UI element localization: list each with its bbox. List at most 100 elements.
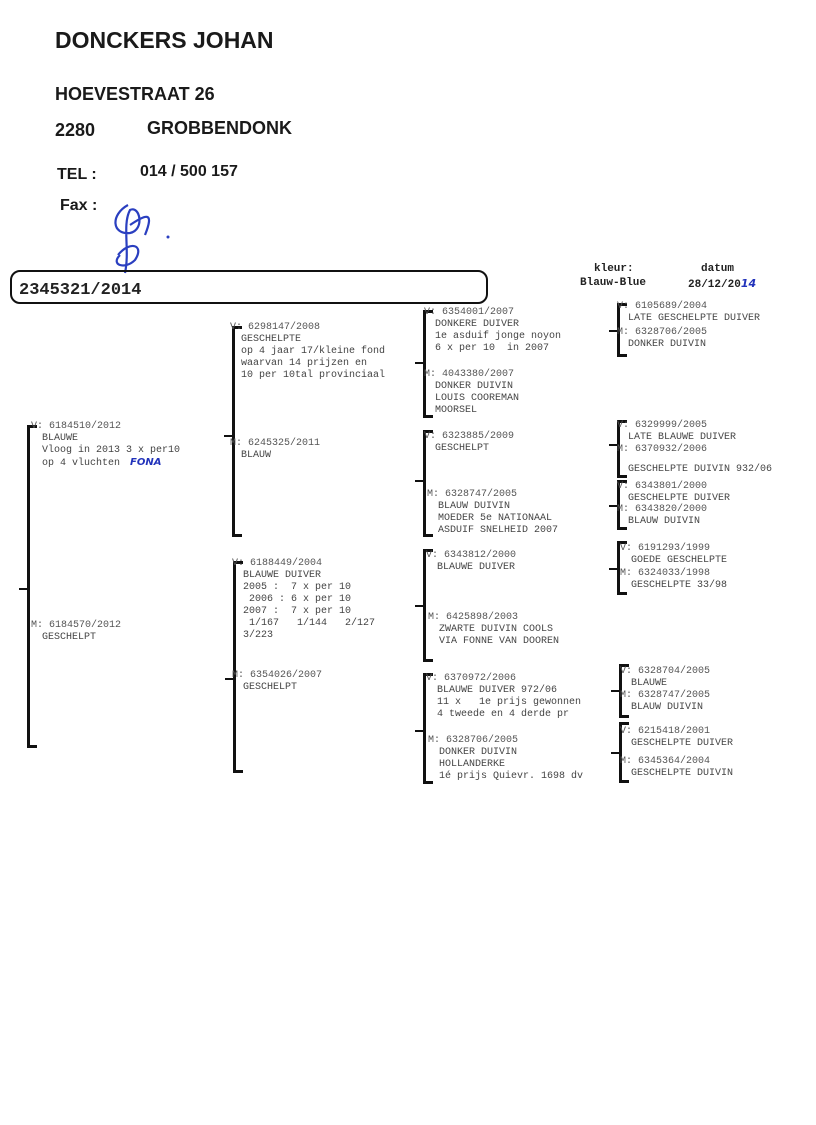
pedigree-bracket bbox=[423, 310, 433, 418]
bracket-connector bbox=[224, 435, 233, 437]
bird-ring-line: M: 6328747/2005 bbox=[620, 690, 710, 702]
bird-info-line: DONKERE DUIVER bbox=[435, 319, 520, 330]
bird-ring-number: 6324033/1998 bbox=[638, 568, 711, 579]
date-label: datum bbox=[701, 263, 735, 275]
bird-ring-line: M: 6245325/2011 bbox=[230, 438, 320, 450]
bird-ring-number: 6245325/2011 bbox=[248, 438, 321, 449]
bird-sex-prefix: M: bbox=[424, 369, 437, 380]
bird-sex-prefix: V: bbox=[620, 543, 633, 554]
pedigree-bracket bbox=[232, 326, 242, 537]
bird-ring-line: M: 6328747/2005 bbox=[427, 489, 558, 501]
bird-info-line: MOORSEL bbox=[435, 405, 478, 416]
tel-label: TEL : bbox=[57, 166, 97, 183]
bird-ring-line: M: 6425898/2003 bbox=[428, 612, 559, 624]
bird-sex-prefix: M: bbox=[620, 568, 633, 579]
pedigree-bracket bbox=[423, 430, 433, 537]
bracket-connector bbox=[19, 588, 28, 590]
bracket-connector bbox=[415, 480, 424, 482]
bird-ring-number: 6188449/2004 bbox=[250, 558, 323, 569]
bird-sex-prefix: V: bbox=[424, 307, 437, 318]
owner-city: GROBBENDONK bbox=[147, 118, 293, 138]
bird-info-line: waarvan 14 prijzen en bbox=[241, 358, 368, 369]
bird-ring-line: M: 6343820/2000 bbox=[617, 504, 707, 516]
bird-sex-prefix: V: bbox=[620, 726, 633, 737]
owner-postcode: 2280 bbox=[55, 120, 96, 140]
bird-ring-number: 6329999/2005 bbox=[635, 420, 708, 431]
bird-sex-prefix: M: bbox=[428, 735, 441, 746]
bird-ring-line: V: 6188449/2004 bbox=[232, 558, 375, 570]
bird-info-line: BLAUWE DUIVER bbox=[243, 570, 322, 581]
bird-info-line: 2006 : 6 x per 10 bbox=[243, 594, 352, 605]
bird-info-line: GESCHELPTE DUIVIN bbox=[631, 768, 734, 779]
bird-ring-number: 6370932/2006 bbox=[635, 444, 708, 455]
bird-ring-line: M: 6354026/2007 bbox=[232, 670, 322, 682]
pedigree-bracket bbox=[233, 561, 243, 773]
pedigree-bracket bbox=[617, 420, 627, 478]
bird-ring-number: 6343812/2000 bbox=[444, 550, 517, 561]
pedigree-bracket bbox=[619, 722, 629, 783]
bird-ring-line: V: 6191293/1999 bbox=[620, 543, 727, 555]
pedigree-bracket bbox=[617, 541, 627, 595]
bird-ring-line: M: 6328706/2005 bbox=[428, 735, 583, 747]
bird-info-line: 11 x 1e prijs gewonnen bbox=[437, 697, 582, 708]
bird-ring-number: 6328706/2005 bbox=[446, 735, 519, 746]
bird-info-line: GESCHELPT bbox=[243, 682, 298, 693]
pedigree-bracket bbox=[423, 549, 433, 662]
bracket-connector bbox=[609, 330, 618, 332]
bird-ring-number: 6328706/2005 bbox=[635, 327, 708, 338]
bird-info-line: op 4 jaar 17/kleine fond bbox=[241, 346, 386, 357]
bird-info-line: BLAUW DUIVIN bbox=[631, 702, 704, 713]
bird-ring-line: M: 6345364/2004 bbox=[620, 756, 733, 768]
bird-info-line: op 4 vluchten bbox=[42, 458, 121, 469]
bird-sex-prefix: V: bbox=[426, 550, 439, 561]
bird-ring-line: V: 6370972/2006 bbox=[426, 673, 581, 685]
bird-ring-line: V: 6343812/2000 bbox=[426, 550, 516, 562]
bird-ring-number: 6370972/2006 bbox=[444, 673, 517, 684]
bird-ring-number: 6298147/2008 bbox=[248, 322, 321, 333]
bird-ring-number: 6425898/2003 bbox=[446, 612, 519, 623]
bird-sex-prefix: M: bbox=[230, 438, 243, 449]
bracket-connector bbox=[611, 752, 620, 754]
bird-info-line: VIA FONNE VAN DOOREN bbox=[439, 636, 560, 647]
bird-info-line: DONKER DUIVIN bbox=[628, 339, 707, 350]
bird-info-line: BLAUW bbox=[241, 450, 272, 461]
bird-info-line: MOEDER 5e NATIONAAL bbox=[438, 513, 553, 524]
bird-info-line: GESCHELPTE DUIVER bbox=[628, 493, 731, 504]
bird-sex-prefix: M: bbox=[427, 489, 440, 500]
bird-ring-line: M: 6184570/2012 bbox=[31, 620, 121, 632]
bird-sex-prefix: V: bbox=[230, 322, 243, 333]
bird-ring-line: V: 6329999/2005 bbox=[617, 420, 736, 432]
pedigree-bracket bbox=[617, 480, 627, 530]
bird-sex-prefix: V: bbox=[617, 481, 630, 492]
bird-ring-line: M: 4043380/2007 bbox=[424, 369, 519, 381]
bird-ring-number: 6345364/2004 bbox=[638, 756, 711, 767]
owner-street: HOEVESTRAAT 26 bbox=[55, 84, 215, 104]
bird-ring-line: V: 6184510/2012 bbox=[31, 421, 180, 433]
bird-info-line: 2005 : 7 x per 10 bbox=[243, 582, 352, 593]
pedigree-bracket bbox=[617, 303, 627, 357]
bird-sex-prefix: V: bbox=[232, 558, 245, 569]
bird-ring-line: M: 6324033/1998 bbox=[620, 568, 727, 580]
bracket-connector bbox=[609, 444, 618, 446]
bird-ring-number: 6343820/2000 bbox=[635, 504, 708, 515]
bird-ring-number: 6105689/2004 bbox=[635, 301, 708, 312]
bird-info-line: GESCHELPT bbox=[435, 443, 490, 454]
bird-info-line: BLAUWE DUIVER bbox=[437, 562, 516, 573]
bird-ring-number: 6354001/2007 bbox=[442, 307, 515, 318]
bird-info-line: 1é prijs Quievr. 1698 dv bbox=[439, 771, 584, 782]
bird-sex-prefix: V: bbox=[424, 431, 437, 442]
bird-info-line: 10 per 10tal provinciaal bbox=[241, 370, 386, 381]
bird-info-line: 1/167 1/144 2/127 bbox=[243, 618, 376, 629]
owner-name: DONCKERS JOHAN bbox=[55, 27, 274, 53]
bird-sex-prefix: M: bbox=[620, 690, 633, 701]
bird-info-line: ZWARTE DUIVIN COOLS bbox=[439, 624, 554, 635]
bird-info-line: GESCHELPTE 33/98 bbox=[631, 580, 728, 591]
